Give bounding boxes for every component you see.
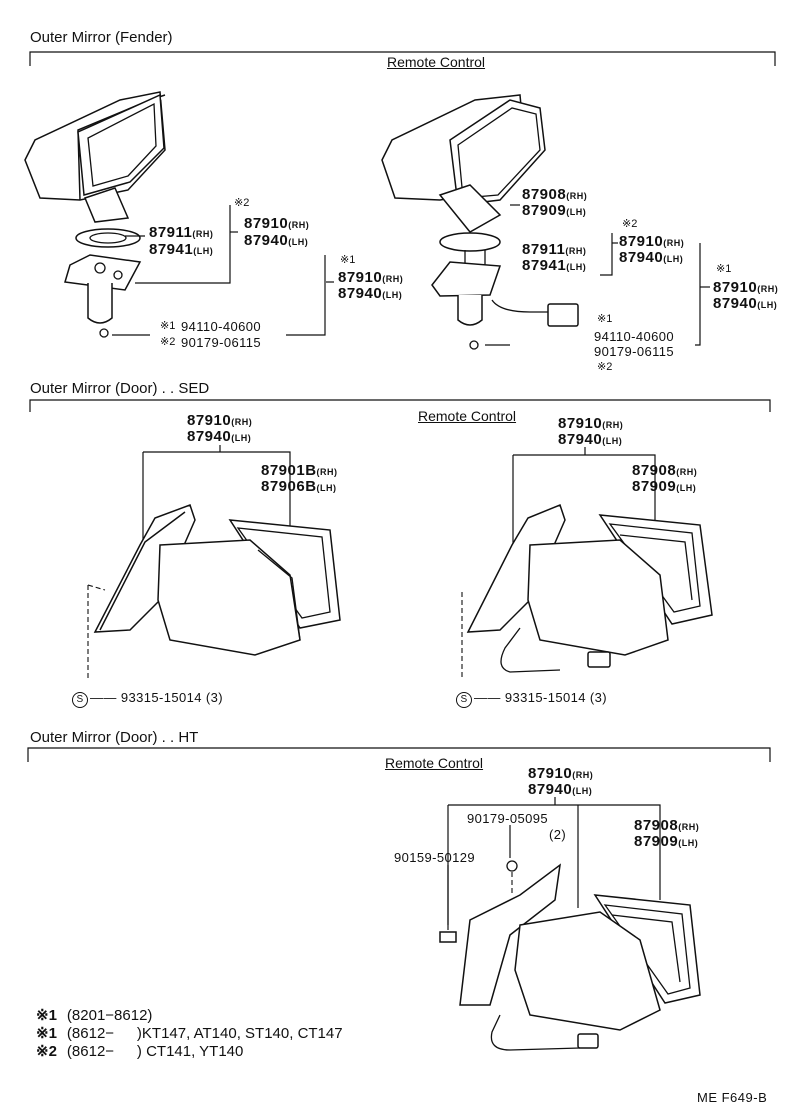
marker-star2: ※2 xyxy=(160,336,176,348)
part-87910: 87910(RH) xyxy=(528,765,594,782)
remote-control-label-ht: Remote Control xyxy=(385,755,484,771)
legend-range: (8201−8612) xyxy=(66,1007,153,1024)
fender-right-leaders xyxy=(485,204,710,346)
s-circle-icon: S xyxy=(456,692,472,708)
part-87940: 87940(LH) xyxy=(558,431,623,448)
part-87940: 87940(LH) xyxy=(338,285,403,302)
marker-star2: ※2 xyxy=(622,218,638,230)
part-87940: 87940(LH) xyxy=(528,781,593,798)
sed-mirror-left xyxy=(87,445,341,680)
part-94110-40600: 94110-40600 xyxy=(181,319,262,334)
part-87908: 87908(RH) xyxy=(522,186,588,203)
legend-mark: ※2 xyxy=(36,1043,57,1060)
part-87910: 87910(RH) xyxy=(244,215,310,232)
section-title-fender: Outer Mirror (Fender) xyxy=(30,29,173,46)
legend-range: (8612− xyxy=(66,1043,115,1060)
part-87910: 87910(RH) xyxy=(713,279,779,296)
quantity-label: (2) xyxy=(549,827,567,842)
marker-star1: ※1 xyxy=(340,254,356,266)
legend-mark: ※1 xyxy=(36,1007,57,1024)
part-90179-05095: 90179-05095 xyxy=(467,811,549,826)
fender-left-leaders xyxy=(112,205,334,336)
legend-range: (8612− xyxy=(66,1025,115,1042)
section-title-ht: Outer Mirror (Door) . . HT xyxy=(30,729,199,746)
section-frames xyxy=(27,51,776,762)
figure-code: ME F649-B xyxy=(697,1090,768,1105)
part-87940: 87940(LH) xyxy=(713,295,778,312)
part-87910: 87910(RH) xyxy=(338,269,404,286)
marker-star2: ※2 xyxy=(597,361,613,373)
legend-mark: ※1 xyxy=(36,1025,57,1042)
section-title-sed: Outer Mirror (Door) . . SED xyxy=(30,380,210,397)
part-87910: 87910(RH) xyxy=(619,233,685,250)
part-87911: 87911(RH) xyxy=(149,224,214,241)
part-87906b: 87906B(LH) xyxy=(261,478,337,495)
part-87940: 87940(LH) xyxy=(244,232,309,249)
ht-mirror xyxy=(439,797,701,1051)
remote-control-label-fender: Remote Control xyxy=(387,54,486,70)
legend-models: ) CT141, YT140 xyxy=(136,1043,244,1060)
part-87908: 87908(RH) xyxy=(634,817,700,834)
part-87908: 87908(RH) xyxy=(632,462,698,479)
part-87909: 87909(LH) xyxy=(634,833,699,850)
fender-mirror-left xyxy=(24,91,166,338)
legend-row: ※1 (8201−8612) xyxy=(36,1008,152,1023)
part-87940: 87940(LH) xyxy=(619,249,684,266)
part-87910: 87910(RH) xyxy=(187,412,253,429)
remote-control-label-sed: Remote Control xyxy=(418,408,517,424)
part-87911: 87911(RH) xyxy=(522,241,587,258)
legend-row: ※1 (8612− )KT147, AT140, ST140, CT147 xyxy=(36,1026,343,1041)
part-87941: 87941(LH) xyxy=(522,257,587,274)
part-87901b: 87901B(RH) xyxy=(261,462,338,479)
part-94110-40600: 94110-40600 xyxy=(594,329,675,344)
marker-star1: ※1 xyxy=(160,320,176,332)
marker-star2: ※2 xyxy=(234,197,250,209)
legend-models: )KT147, AT140, ST140, CT147 xyxy=(136,1025,343,1042)
screw-callout: S——93315-15014 (3) xyxy=(456,691,607,708)
fender-mirror-right xyxy=(381,94,579,350)
part-87909: 87909(LH) xyxy=(632,478,697,495)
part-87909: 87909(LH) xyxy=(522,202,587,219)
part-87941: 87941(LH) xyxy=(149,241,214,258)
part-90159-50129: 90159-50129 xyxy=(394,850,476,865)
legend-row: ※2 (8612− ) CT141, YT140 xyxy=(36,1044,243,1059)
part-87940: 87940(LH) xyxy=(187,428,252,445)
marker-star1: ※1 xyxy=(716,263,732,275)
screw-callout: S——93315-15014 (3) xyxy=(72,691,223,708)
marker-star1: ※1 xyxy=(597,313,613,325)
sed-mirror-right xyxy=(461,447,713,680)
part-90179-06115: 90179-06115 xyxy=(181,335,262,350)
s-circle-icon: S xyxy=(72,692,88,708)
part-90179-06115: 90179-06115 xyxy=(594,344,675,359)
part-87910: 87910(RH) xyxy=(558,415,624,432)
